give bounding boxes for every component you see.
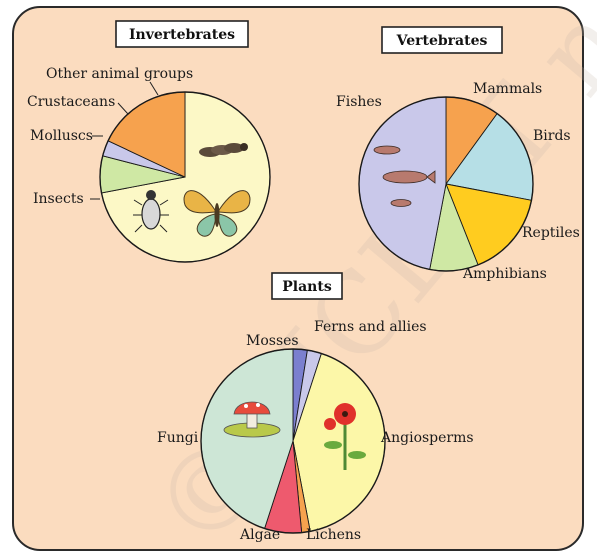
label-amphibians: Amphibians: [462, 266, 547, 282]
label-birds: Birds: [533, 128, 571, 144]
label-other-animal-groups: Other animal groups: [46, 66, 193, 82]
fishes-illustration: [373, 145, 436, 207]
invertebrates-title: Invertebrates: [129, 27, 235, 43]
flower-illustration: [324, 403, 366, 470]
plants-pie: [200, 348, 386, 534]
pie-outline: [200, 348, 386, 534]
beetle-illustration: [133, 190, 169, 233]
butterfly-illustration: [183, 190, 251, 237]
label-insects: Insects: [33, 191, 84, 207]
label-fungi: Fungi: [157, 430, 199, 446]
leader-crustaceans: [117, 102, 129, 115]
vertebrates-title: Vertebrates: [396, 33, 488, 49]
plants-title: Plants: [282, 279, 332, 295]
label-molluscs: Molluscs: [30, 128, 93, 144]
label-mosses: Mosses: [246, 333, 299, 349]
plants-title-box: [271, 272, 343, 300]
label-algae: Algae: [239, 527, 280, 543]
leader-other-animal-groups: [149, 81, 159, 96]
label-ferns-and-allies: Ferns and allies: [314, 319, 427, 335]
caterpillar-illustration: [199, 143, 248, 157]
label-reptiles: Reptiles: [522, 225, 580, 241]
label-crustaceans: Crustaceans: [27, 94, 115, 110]
invertebrates-pie: [99, 91, 271, 263]
vertebrates-title-box: [381, 26, 503, 54]
mushroom-illustration: [223, 401, 281, 438]
invertebrate-leader-lines: [90, 81, 159, 200]
pie-outline: [99, 91, 271, 263]
label-lichens: Lichens: [306, 527, 361, 543]
pie-outline: [358, 96, 534, 272]
invertebrates-title-box: [115, 20, 249, 48]
vertebrates-pie: [358, 96, 534, 272]
label-mammals: Mammals: [473, 81, 542, 97]
label-angiosperms: Angiosperms: [380, 430, 474, 446]
label-fishes: Fishes: [336, 94, 382, 110]
